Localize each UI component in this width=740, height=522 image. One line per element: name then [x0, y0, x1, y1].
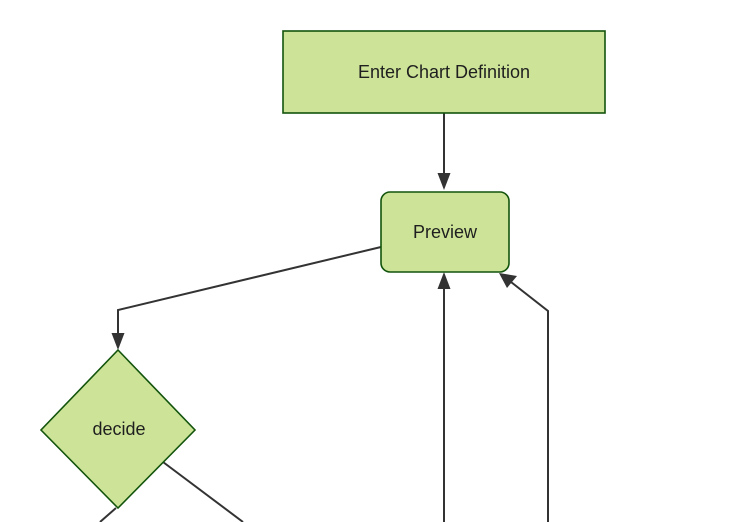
arrowhead-down-icon — [111, 333, 125, 350]
edge-decide-down-left[interactable] — [99, 507, 117, 522]
node-shape-rectangle — [282, 30, 606, 114]
edge-line — [117, 246, 382, 338]
arrowhead-up-icon — [437, 272, 451, 289]
node-enter-chart-definition[interactable]: Enter Chart Definition — [282, 30, 606, 114]
node-label-preview: Preview — [413, 222, 478, 242]
edge-line — [99, 507, 117, 522]
edge-line — [162, 461, 244, 522]
edge-layer — [99, 113, 549, 522]
edge-line — [510, 281, 549, 522]
arrowhead-down-icon — [437, 173, 451, 190]
edge-bottom-center-to-preview[interactable] — [437, 272, 451, 522]
node-preview[interactable]: Preview — [380, 191, 510, 273]
arrowhead-up-left-icon — [499, 273, 517, 288]
node-label-enter-chart-definition: Enter Chart Definition — [358, 62, 530, 82]
node-label-decide: decide — [92, 419, 145, 439]
edge-enter-to-preview[interactable] — [437, 113, 451, 190]
edge-decide-down-right[interactable] — [162, 461, 244, 522]
edge-preview-to-decide[interactable] — [111, 246, 382, 350]
edge-bottom-right-to-preview[interactable] — [499, 273, 549, 522]
node-shape-diamond — [39, 348, 197, 510]
node-decide[interactable]: decide — [39, 348, 197, 510]
node-layer: Enter Chart Definition Preview decide — [39, 30, 606, 510]
node-shape-rounded-rectangle — [380, 191, 510, 273]
